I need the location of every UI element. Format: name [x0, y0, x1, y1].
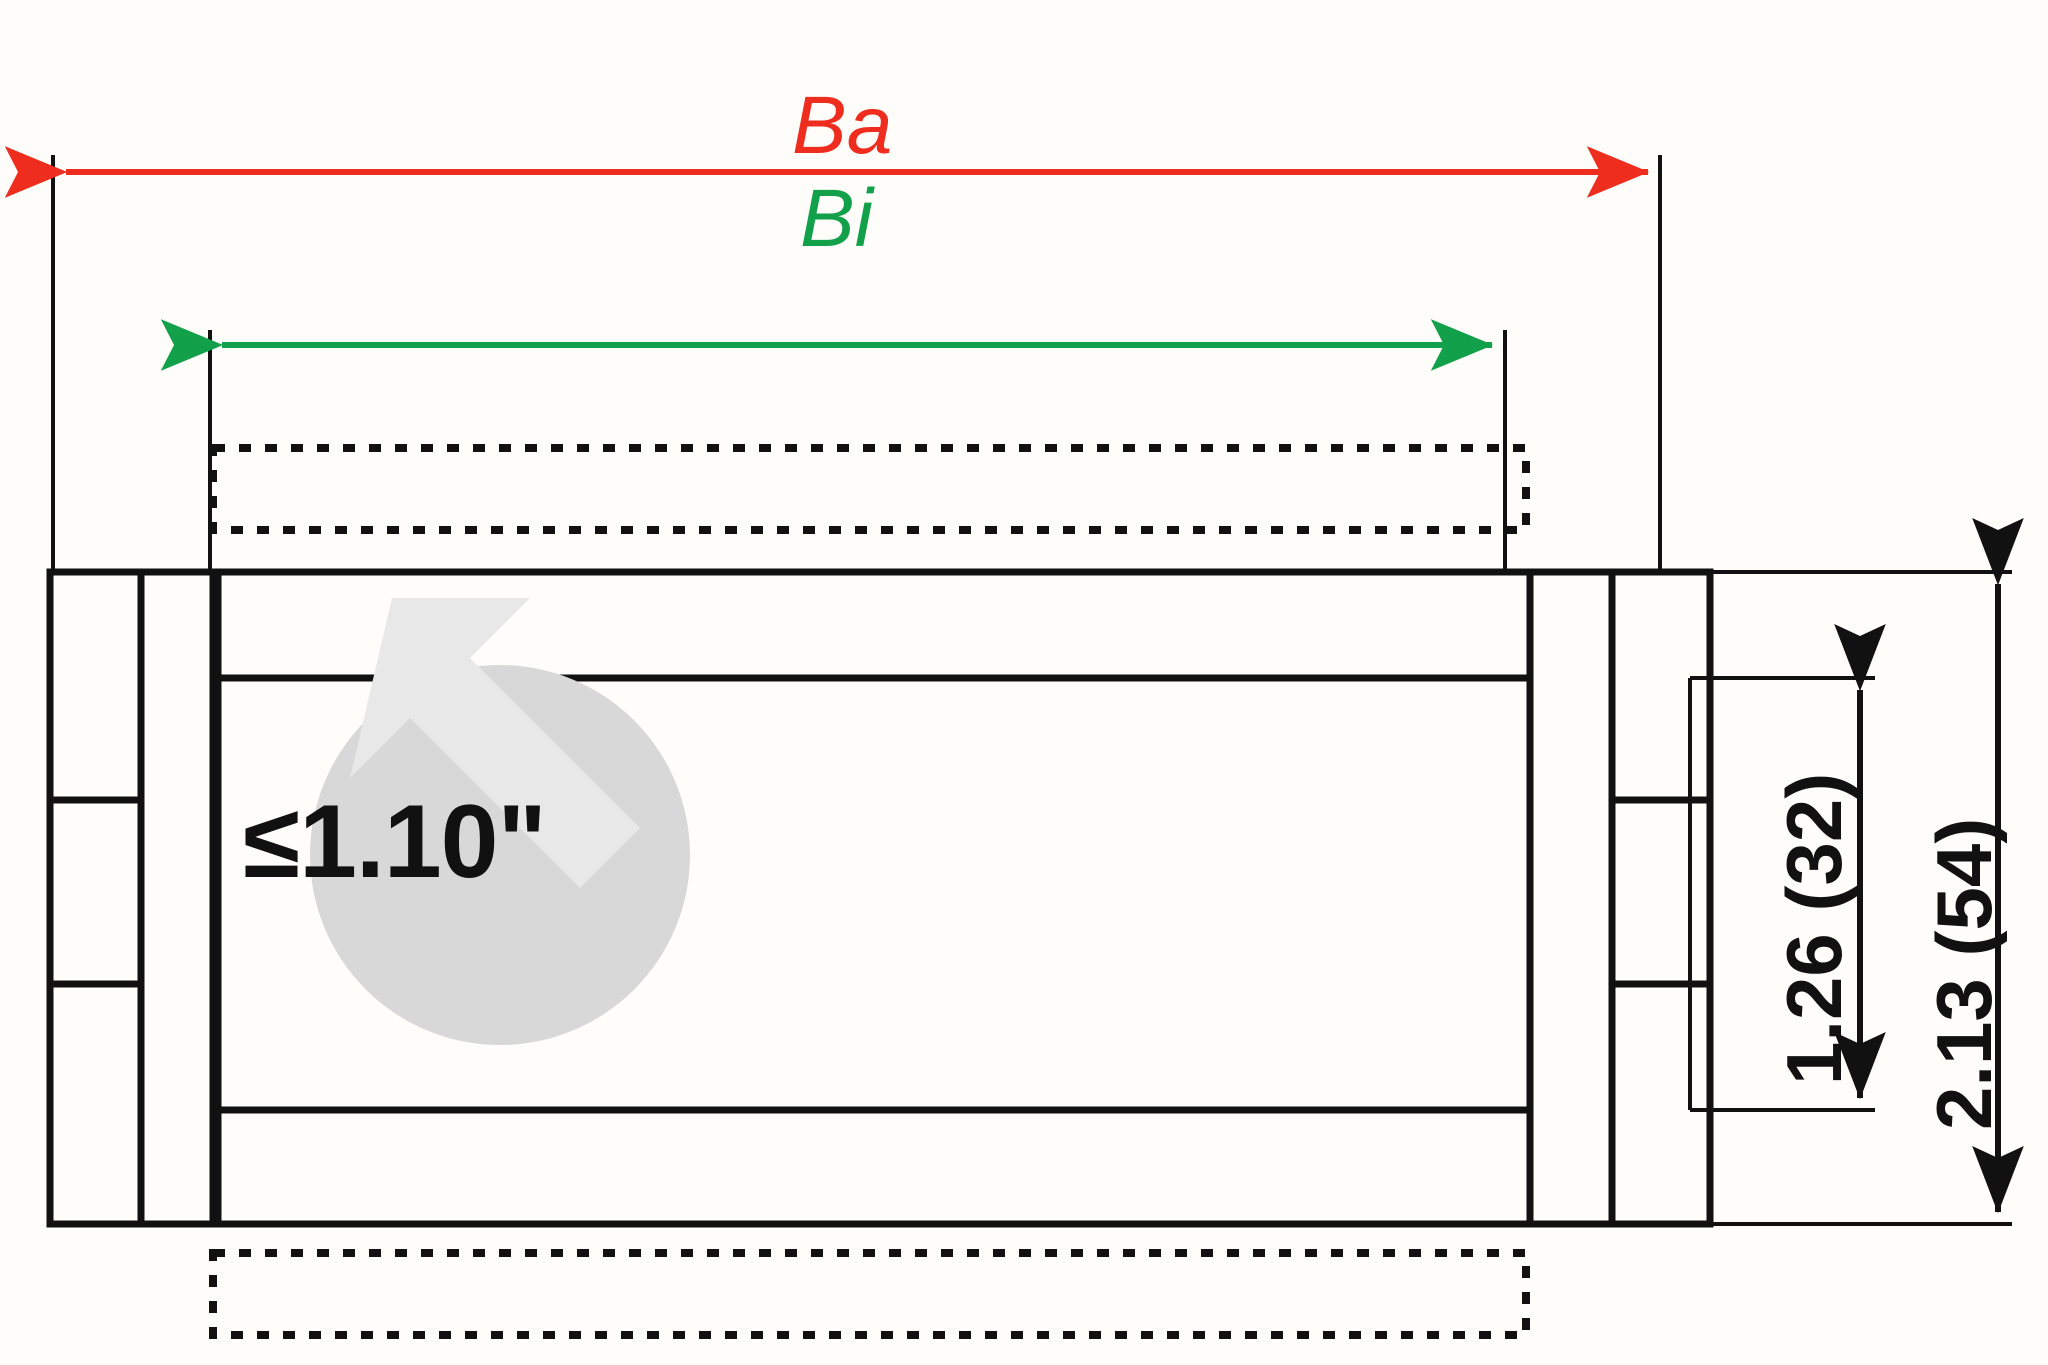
hidden-rail-upper — [209, 444, 1530, 534]
dimension-label-outer-height: 2.13 (54) — [1920, 817, 2008, 1130]
dimension-label-ba: Ba — [792, 80, 893, 171]
left-bearing-block — [46, 568, 222, 1228]
right-block-outer — [1526, 568, 1714, 1228]
dimension-label-inner-height: 1.26 (32) — [1770, 772, 1858, 1085]
dimension-label-bi: Bi — [800, 173, 873, 264]
clearance-annotation-label: ≤1.10" — [243, 784, 547, 900]
right-bearing-block — [1526, 568, 1714, 1228]
left-block-outer — [46, 568, 222, 1228]
cursor-arrow-icon — [350, 598, 640, 888]
hidden-rail-lower — [209, 1249, 1530, 1339]
cursor-watermark-badge — [310, 598, 690, 1045]
